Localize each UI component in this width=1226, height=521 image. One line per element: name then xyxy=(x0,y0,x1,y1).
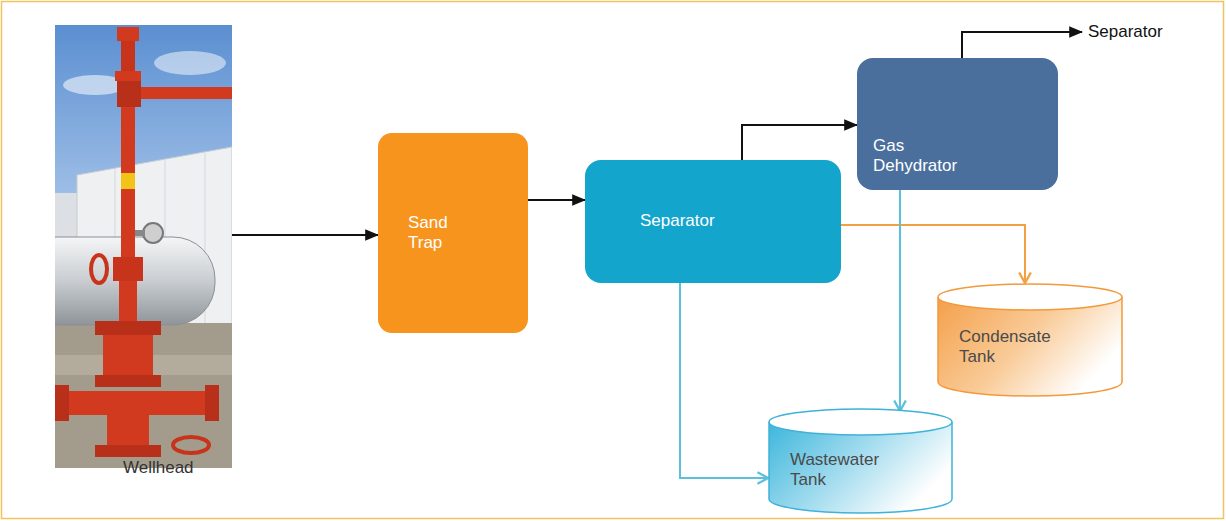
text-group: Separator xyxy=(640,211,841,231)
side-flange xyxy=(55,385,69,421)
base-flange xyxy=(95,445,161,457)
tank-top xyxy=(769,409,952,435)
node-label: Separator xyxy=(640,211,715,231)
wellhead-photo xyxy=(55,25,232,468)
storage-tank: Condensate Tank xyxy=(937,283,1123,397)
cloud xyxy=(154,51,226,75)
flow-arrow xyxy=(841,225,1025,283)
node-label: Condensate Tank xyxy=(959,327,1051,368)
wellhead-tee xyxy=(117,81,141,107)
flow-arrow xyxy=(899,190,901,411)
text-group: Sand Trap xyxy=(408,213,528,254)
flow-arrow xyxy=(680,283,768,478)
process-box: Gas Dehydrator xyxy=(857,58,1058,190)
wellhead-cross xyxy=(67,391,207,415)
wellhead-cap xyxy=(117,27,139,41)
flow-sticker xyxy=(121,173,135,189)
handwheel xyxy=(173,437,209,453)
flow-arrow xyxy=(528,199,585,201)
text-group: Condensate Tank xyxy=(959,327,1123,368)
casing-head xyxy=(107,415,149,445)
process-box: Sand Trap xyxy=(378,133,528,333)
text-group: Separator xyxy=(1088,22,1206,42)
text-group: Wellhead xyxy=(123,458,194,478)
flow-pipe xyxy=(139,87,232,99)
node-label: Wastewater Tank xyxy=(790,450,879,491)
gravel-ground xyxy=(55,323,232,468)
tank-body xyxy=(938,297,1122,396)
tank-top xyxy=(938,284,1122,310)
node-label: Gas Dehydrator xyxy=(873,136,957,177)
valve-body xyxy=(103,335,153,375)
pressure-gauge xyxy=(143,223,163,243)
wellhead-node: Wellhead xyxy=(55,25,232,468)
wellhead-pipe xyxy=(121,41,135,71)
text-group: Wastewater Tank xyxy=(790,450,953,491)
process-box: Separator xyxy=(585,160,841,283)
flow-arrow xyxy=(742,125,857,160)
flow-arrow xyxy=(232,234,378,236)
wellhead-spool xyxy=(119,281,137,321)
wellhead-collar xyxy=(115,71,141,81)
handwheel xyxy=(91,255,107,283)
gauge-stem xyxy=(135,230,145,236)
node-label: Separator xyxy=(1088,22,1163,42)
node-label: Wellhead xyxy=(123,458,194,478)
side-flange xyxy=(205,385,219,421)
valve-block xyxy=(113,257,143,281)
flange xyxy=(95,321,161,335)
outlet-label: Separator xyxy=(1088,22,1206,50)
flange xyxy=(95,375,161,387)
wellhead-pipe xyxy=(121,107,135,257)
text-group: Gas Dehydrator xyxy=(873,136,1058,177)
storage-tank: Wastewater Tank xyxy=(768,408,953,514)
flow-arrow xyxy=(962,32,1082,58)
node-label: Sand Trap xyxy=(408,213,448,254)
